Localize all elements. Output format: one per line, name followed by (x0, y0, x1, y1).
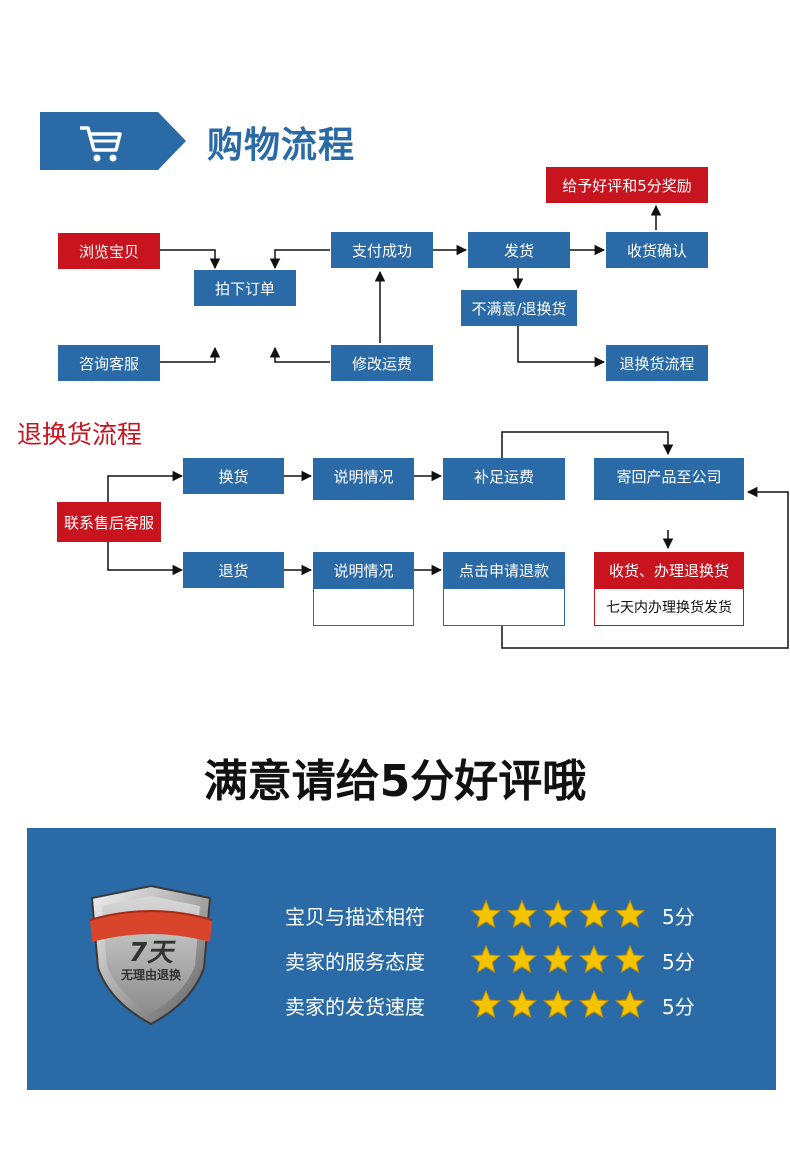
badge-small-text: 无理由退换 (120, 968, 181, 982)
returns-flow-title: 退换货流程 (17, 420, 143, 449)
confirm-node: 收货确认 (606, 232, 708, 268)
star-rating (470, 944, 650, 976)
apply-refund-blank (443, 588, 565, 626)
star-rating (470, 899, 650, 931)
pay-node: 支付成功 (331, 232, 433, 268)
seven-day-return-badge (89, 884, 213, 1026)
rating-row: 宝贝与描述相符 5分 (285, 898, 695, 932)
rating-label: 卖家的发货速度 (285, 994, 425, 1019)
explain2-node: 说明情况 (313, 552, 414, 588)
modify-node: 修改运费 (331, 345, 433, 381)
receive-node: 收货、办理退换货 (594, 552, 744, 588)
rating-headline: 满意请给5分好评哦 (203, 756, 587, 807)
send-back-band (594, 494, 744, 500)
star-icon (578, 899, 610, 929)
star-icon (470, 944, 502, 974)
return-flow-node: 退换货流程 (606, 345, 708, 381)
explain1-node: 说明情况 (313, 458, 414, 494)
rating-score: 5分 (662, 904, 695, 929)
star-icon (470, 989, 502, 1019)
dissatisfied-node: 不满意/退换货 (461, 290, 577, 326)
browse-node: 浏览宝贝 (58, 233, 160, 269)
contact-node: 联系售后客服 (57, 502, 161, 542)
star-icon (542, 899, 574, 929)
seven-days-node: 七天内办理换货发货 (594, 588, 744, 626)
shipping-fee-node: 补足运费 (443, 458, 565, 494)
star-icon (614, 989, 646, 1019)
cart-icon (80, 126, 122, 162)
rating-label: 宝贝与描述相符 (285, 904, 425, 929)
star-icon (542, 989, 574, 1019)
star-icon (614, 899, 646, 929)
star-icon (578, 989, 610, 1019)
star-icon (506, 989, 538, 1019)
explain1-band (313, 494, 414, 500)
star-icon (470, 899, 502, 929)
star-icon (578, 944, 610, 974)
rating-label: 卖家的服务态度 (285, 949, 425, 974)
rating-row: 卖家的发货速度 5分 (285, 988, 695, 1022)
rating-score: 5分 (662, 994, 695, 1019)
shipping-fee-band (443, 494, 565, 500)
explain2-blank (313, 588, 414, 626)
refund-node: 退货 (183, 552, 284, 588)
exchange-node: 换货 (183, 458, 284, 494)
rating-row: 卖家的服务态度 5分 (285, 943, 695, 977)
shopping-flow-title: 购物流程 (207, 125, 356, 166)
apply-refund-node: 点击申请退款 (443, 552, 565, 588)
star-icon (506, 899, 538, 929)
star-icon (614, 944, 646, 974)
consult-node: 咨询客服 (58, 345, 160, 381)
star-icon (506, 944, 538, 974)
reward-node: 给予好评和5分奖励 (546, 167, 708, 203)
rating-score: 5分 (662, 949, 695, 974)
send-back-node: 寄回产品至公司 (594, 458, 744, 494)
order-node: 拍下订单 (194, 270, 296, 306)
badge-big-text: 7天 (128, 938, 174, 968)
ship-node: 发货 (468, 232, 570, 268)
star-rating (470, 989, 650, 1021)
star-icon (542, 944, 574, 974)
